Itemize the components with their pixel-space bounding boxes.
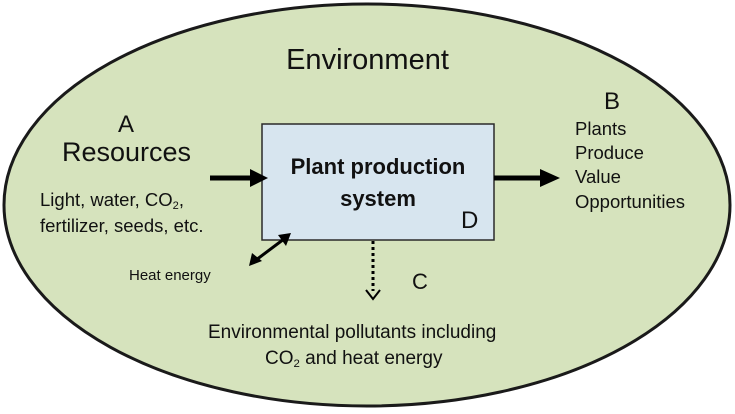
label-b: B bbox=[604, 88, 621, 115]
heat-energy-label: Heat energy bbox=[129, 267, 211, 284]
system-box bbox=[261, 123, 495, 241]
resources-detail-line1: Light, water, CO2, bbox=[40, 189, 184, 212]
system-title-line1: Plant production bbox=[290, 154, 466, 179]
output-item: Value bbox=[575, 166, 621, 188]
environment-title: Environment bbox=[286, 44, 449, 76]
outputs-list: Plants Produce Value Opportunities bbox=[575, 117, 685, 214]
system-title: Plant production system bbox=[262, 151, 494, 215]
label-a: A bbox=[118, 111, 135, 138]
output-item: Opportunities bbox=[575, 190, 686, 212]
output-arrow bbox=[494, 169, 560, 187]
pollution-arrow bbox=[365, 241, 381, 301]
resources-detail: Light, water, CO2, fertilizer, seeds, et… bbox=[40, 188, 203, 238]
output-item: Produce bbox=[575, 142, 644, 164]
heat-exchange-arrow bbox=[249, 233, 291, 266]
label-d: D bbox=[461, 207, 479, 234]
pollutants-line1: Environmental pollutants including bbox=[208, 322, 497, 343]
resources-title: Resources bbox=[62, 137, 192, 167]
output-item: Plants bbox=[575, 118, 627, 139]
label-c: C bbox=[412, 269, 428, 294]
input-arrow bbox=[210, 169, 268, 187]
system-title-line2: system bbox=[340, 185, 416, 211]
pollutants-line2: CO2 and heat energy bbox=[265, 348, 443, 370]
resources-detail-line2: fertilizer, seeds, etc. bbox=[40, 214, 204, 236]
